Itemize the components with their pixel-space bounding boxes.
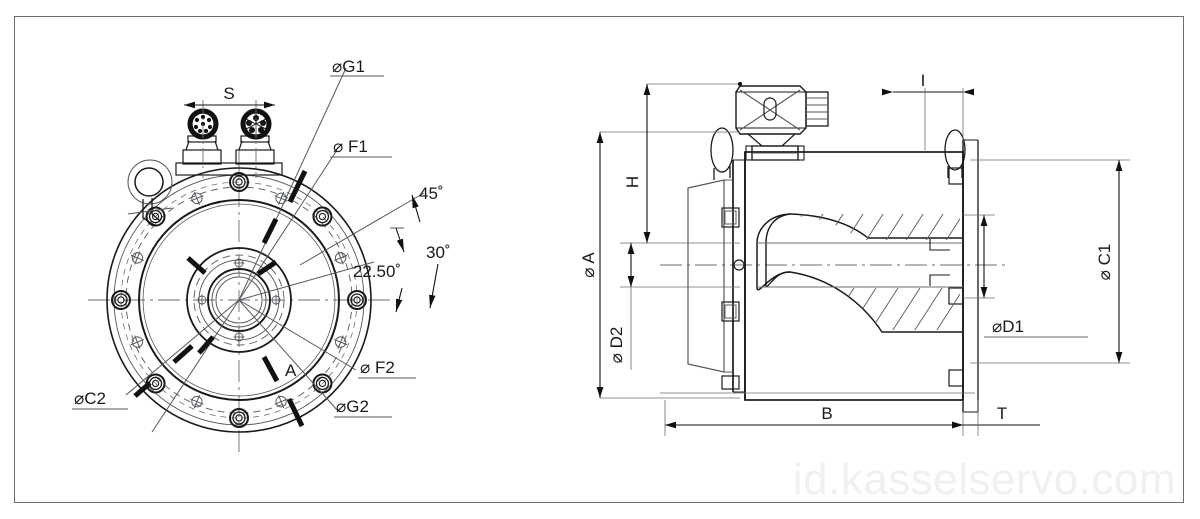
dimension-c1-label: ⌀ C1: [1095, 244, 1114, 281]
dimension-d1-label: ⌀D1: [992, 317, 1024, 336]
dimension-angle-30: 30˚: [426, 243, 451, 309]
dimension-c2: ⌀C2: [72, 389, 128, 410]
side-connector-assembly: [735, 85, 829, 161]
dimension-f2: ⌀ F2: [358, 358, 416, 379]
dimension-c1: ⌀ C1: [970, 159, 1130, 364]
dimension-g1-label: ⌀G1: [332, 57, 365, 76]
side-lifting-eye-group: [710, 127, 966, 180]
dimension-t: T: [952, 400, 1040, 436]
dimension-i: I: [882, 71, 974, 150]
dimension-f1: ⌀ F1: [330, 137, 392, 158]
dimension-angle-2250: 22.50˚: [353, 227, 405, 313]
dimension-angle-45: 45˚: [299, 184, 444, 266]
motor-body-outline: [687, 139, 979, 413]
flange-bolt-group: [111, 172, 367, 428]
angle-2250-label: 22.50˚: [353, 262, 401, 281]
dimension-h: H: [620, 81, 743, 244]
watermark: id.kasselservo.com: [792, 455, 1176, 504]
dimension-d1: ⌀D1: [963, 214, 1088, 338]
dimension-d2-label: ⌀ D2: [607, 327, 626, 364]
tapped-hole-group: [130, 191, 348, 409]
dimension-g2-label: ⌀G2: [336, 397, 369, 416]
side-view-group: ⌀ A H ⌀ D2 ⌀ C1: [579, 71, 1130, 436]
front-view-group: S ⌀G1 ⌀ F1 45˚ 30˚: [72, 57, 451, 452]
lifting-eye-bolt: [127, 159, 173, 227]
dimension-d2: ⌀ D2: [607, 243, 740, 370]
dimension-f2-label: ⌀ F2: [360, 358, 395, 377]
hub-tapped-hole-group: [196, 257, 282, 343]
dimension-a: ⌀ A: [579, 131, 740, 399]
dimension-t-label: T: [997, 404, 1007, 423]
rear-plate-feature-group: [721, 207, 745, 390]
dimension-g1: ⌀G1: [330, 57, 384, 77]
bolt-circle-guide: [120, 181, 358, 419]
dimension-i-label: I: [921, 71, 926, 90]
leader-line-group: [125, 67, 375, 433]
dimension-f1-label: ⌀ F1: [333, 137, 368, 156]
dimension-s-label: S: [223, 84, 234, 103]
dimension-c2-label: ⌀C2: [74, 389, 106, 408]
connector-assembly-group: [175, 100, 283, 178]
dimension-s: S: [184, 84, 275, 109]
front-flange-feature-group: [948, 167, 964, 387]
shaft-section: [756, 213, 963, 333]
dimension-h-label: H: [623, 176, 642, 188]
dimension-b: B: [660, 392, 975, 436]
dimension-b-label: B: [821, 404, 832, 423]
section-marker-a-label: A: [285, 361, 297, 380]
angle-45-label: 45˚: [419, 184, 444, 203]
angle-30-label: 30˚: [426, 243, 451, 262]
dimension-a-label: ⌀ A: [579, 252, 598, 278]
dimension-arrow-ticks: [133, 169, 308, 428]
dimension-g2: ⌀G2: [334, 397, 392, 418]
